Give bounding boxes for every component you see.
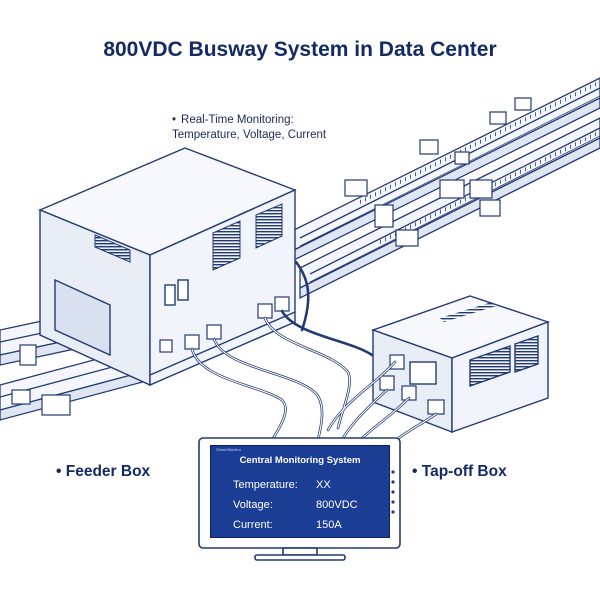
reading-row-voltage: Voltage: 800VDC xyxy=(211,495,389,515)
reading-row-current: Current: 150A xyxy=(211,515,389,535)
screen-small-header: Sheet/Monitor xyxy=(216,447,241,452)
reading-key: Current: xyxy=(233,519,273,531)
feeder-vents xyxy=(94,203,283,271)
reading-value: 800VDC xyxy=(316,499,358,511)
screen-header: Central Monitoring System xyxy=(239,455,361,466)
reading-key: Voltage: xyxy=(233,499,273,511)
tapoff-label-text: Tap-off Box xyxy=(421,463,507,480)
reading-value: 150A xyxy=(316,519,342,531)
note-line1: Real-Time Monitoring: xyxy=(181,114,294,126)
tapoff-connectors xyxy=(379,354,445,415)
feeder-box-label: • Feeder Box xyxy=(56,463,150,481)
reading-row-temperature: Temperature: XX xyxy=(211,475,389,495)
monitor-side-buttons xyxy=(391,470,395,514)
tapoff-bullet: • xyxy=(412,463,418,480)
note-line2: Temperature, Voltage, Current xyxy=(172,129,327,141)
reading-value: XX xyxy=(316,479,331,491)
tapoff-box-label: • Tap-off Box xyxy=(412,463,507,481)
rail-clamps-left xyxy=(11,344,71,416)
diagram-title: 800VDC Busway System in Data Center xyxy=(103,38,497,61)
note-bullet: • xyxy=(172,114,177,126)
busway-rail-lower xyxy=(299,117,600,300)
feeder-label-text: Feeder Box xyxy=(65,463,151,480)
rail-clamps xyxy=(344,97,532,247)
feeder-bullet: • xyxy=(56,463,62,480)
monitoring-note: • Real-Time Monitoring: Temperature, Volt… xyxy=(172,113,326,143)
reading-key: Temperature: xyxy=(233,479,298,491)
monitor-screen: Sheet/Monitor Central Monitoring System … xyxy=(210,445,390,538)
feeder-connectors xyxy=(159,296,290,353)
